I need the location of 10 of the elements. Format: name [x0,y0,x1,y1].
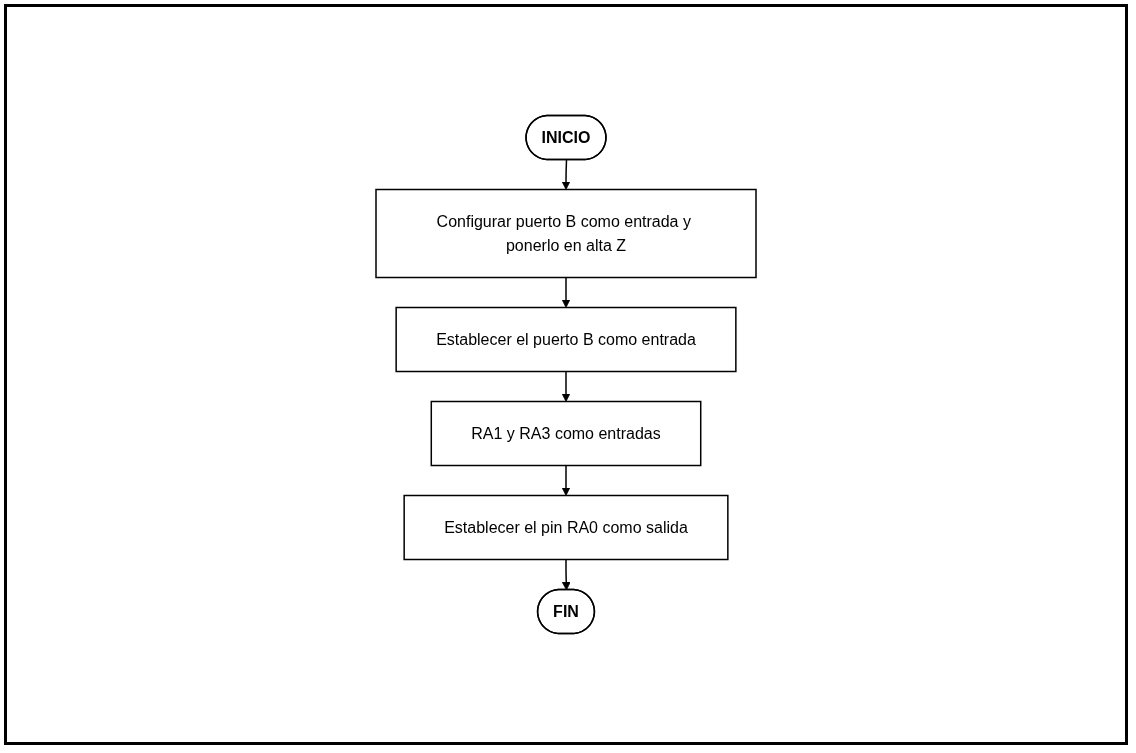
diagram-frame: INICIO Configurar puerto B como entrada y ponerlo en alta Z Establecer el puerto B como entrada RA1 y RA3 como entradas Establecer el pin RA0 como salida FIN [4,4,1128,745]
arrow [561,464,571,496]
arrow [561,370,571,402]
arrow [561,558,571,591]
node-box [375,188,757,279]
node-box [395,306,737,373]
arrow [561,159,571,190]
node-box [430,400,702,467]
node-box [403,494,729,561]
arrow [561,276,571,308]
